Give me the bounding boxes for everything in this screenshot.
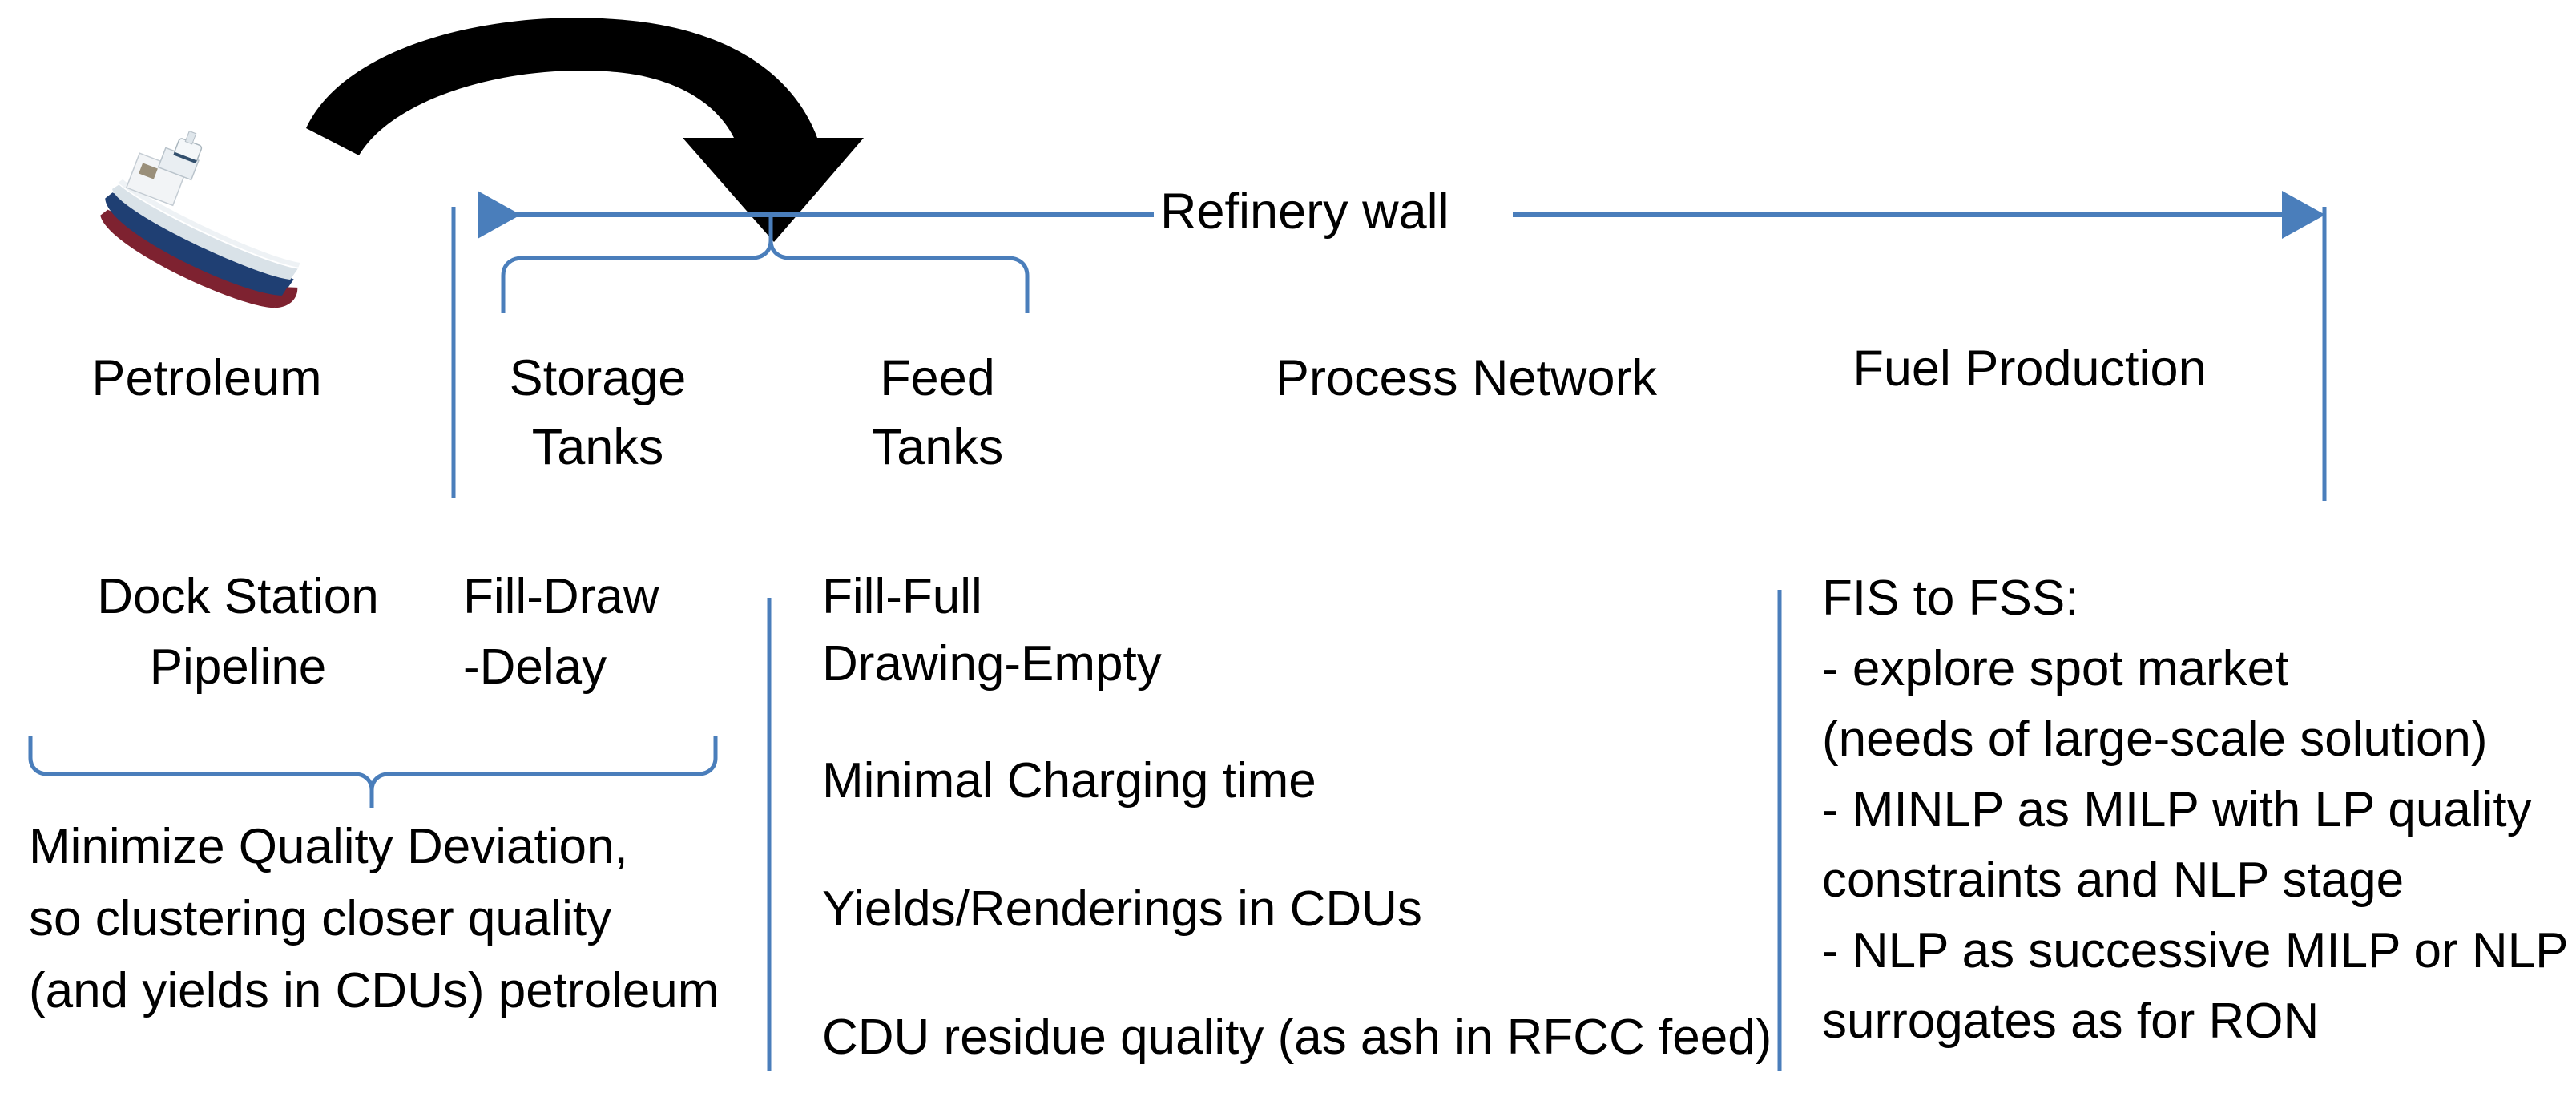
middle-item-yields-renderings: Yields/Renderings in CDUs [822,881,1422,937]
curly-brace-up-icon [501,216,1030,313]
stage-label-feed-tanks-line2: Tanks [871,419,1004,475]
stage-label-petroleum: Petroleum [91,350,322,406]
right-line-7: surrogates as for RON [1822,994,2320,1049]
tanker-ship-icon [100,130,300,308]
right-line-4: - MINLP as MILP with LP quality [1822,782,2532,837]
stage-label-process-network: Process Network [1275,350,1658,406]
stage-label-fuel-production: Fuel Production [1852,341,2207,397]
curved-down-arrow-icon [306,18,864,243]
left-header-fill-draw-line1: Fill-Draw [463,569,659,624]
left-header-fill-draw-line2: -Delay [463,639,607,695]
right-line-6: - NLP as successive MILP or NLP [1822,923,2569,978]
right-line-5: constraints and NLP stage [1822,853,2405,908]
stage-label-storage-tanks-line1: Storage [509,350,687,406]
curly-brace-down-icon [28,736,718,808]
left-note-line-1: Minimize Quality Deviation, [29,819,628,874]
left-header-dock-station-line1: Dock Station [97,569,379,624]
left-header-dock-station-line2: Pipeline [149,639,327,695]
stage-label-storage-tanks-line2: Tanks [531,419,664,475]
left-note-line-3: (and yields in CDUs) petroleum [29,963,720,1018]
middle-item-cdu-residue-quality: CDU residue quality (as ash in RFCC feed… [822,1010,1772,1065]
refinery-wall-label: Refinery wall [1160,183,1449,240]
middle-item-fill-full: Fill-Full [822,569,982,624]
stage-label-feed-tanks-line1: Feed [880,350,995,406]
right-line-3: (needs of large-scale solution) [1822,712,2488,767]
middle-item-minimal-charging-time: Minimal Charging time [822,753,1316,809]
right-line-1: FIS to FSS: [1822,571,2079,626]
left-note-line-2: so clustering closer quality [29,891,612,946]
right-line-2: - explore spot market [1822,641,2289,696]
middle-item-drawing-empty: Drawing-Empty [822,636,1162,692]
